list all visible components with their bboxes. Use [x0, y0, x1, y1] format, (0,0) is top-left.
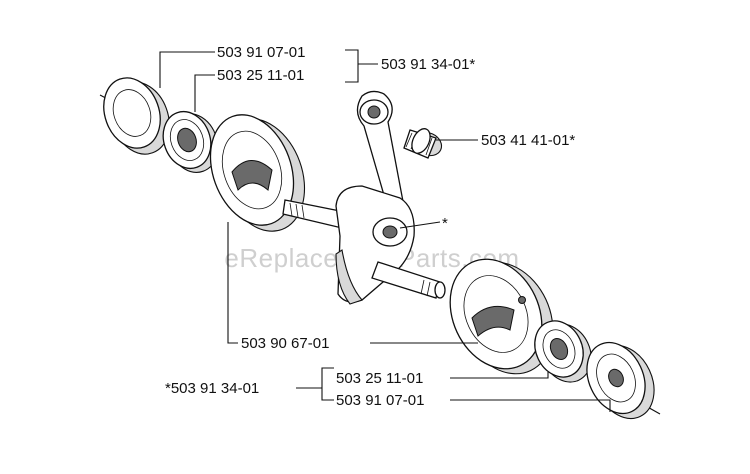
- label-bottom-bearing: 503 25 11-01: [336, 370, 423, 387]
- label-crank-half: 503 90 67-01: [241, 335, 329, 352]
- top-seal-ring: [99, 77, 177, 155]
- label-bottom-seal: 503 91 07-01: [336, 392, 424, 409]
- label-top-group: 503 91 34-01*: [381, 56, 475, 73]
- label-crank-star: *: [442, 215, 448, 232]
- needle-bearing: [403, 128, 443, 159]
- leader-lines: [159, 49, 611, 412]
- bottom-ball-bearing: [534, 320, 592, 383]
- left-crank-half: [209, 114, 306, 232]
- right-crank-half: [449, 258, 554, 375]
- label-bottom-group: *503 91 34-01: [165, 380, 259, 397]
- label-top-seal: 503 91 07-01: [217, 44, 305, 61]
- label-top-bearing: 503 25 11-01: [217, 67, 304, 84]
- crankshaft-assembly: [282, 90, 446, 305]
- label-needle-bearing: 503 41 41-01*: [481, 132, 575, 149]
